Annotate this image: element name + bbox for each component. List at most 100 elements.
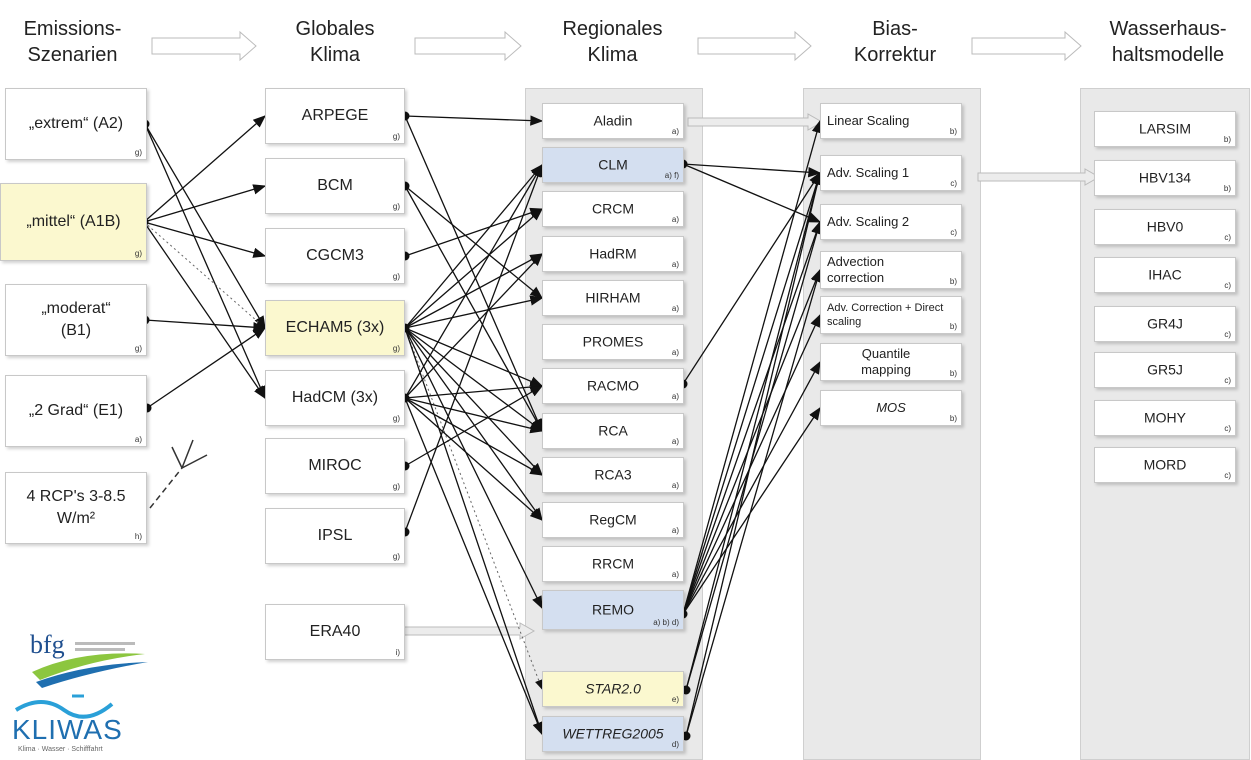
kliwas-logo: KLIWAS Klima · Wasser · Schifffahrt <box>12 690 152 756</box>
regional-label: RCA <box>598 422 628 439</box>
bias-linear-scaling[interactable]: Linear Scaling b) <box>820 103 962 139</box>
scenario-e1[interactable]: „2 Grad“ (E1) a) <box>5 375 147 447</box>
connection-arrow <box>404 185 544 299</box>
regional-wettreg2005[interactable]: WETTREG2005 d) <box>542 716 684 752</box>
advscaling-to-hbv-arrow <box>977 168 1101 186</box>
scenario-label: 4 RCP's 3-8.5 W/m² <box>26 488 126 527</box>
global-ipsl[interactable]: IPSL g) <box>265 508 405 564</box>
water-hbv134[interactable]: HBV134 b) <box>1094 160 1236 196</box>
scenario-rcp[interactable]: 4 RCP's 3-8.5 W/m² h) <box>5 472 147 544</box>
bias-advection-correction[interactable]: Advection correction b) <box>820 251 962 289</box>
regional-crcm[interactable]: CRCM a) <box>542 191 684 227</box>
global-ref: g) <box>392 414 400 423</box>
water-label: MORD <box>1143 456 1187 473</box>
regional-hadrm[interactable]: HadRM a) <box>542 236 684 272</box>
connection-arrow <box>682 220 822 615</box>
bias-adv-scaling-1[interactable]: Adv. Scaling 1 c) <box>820 155 962 191</box>
header-arrow-4 <box>971 30 1082 62</box>
regional-hirham[interactable]: HIRHAM a) <box>542 280 684 316</box>
connection-arrow <box>404 185 543 433</box>
global-miroc[interactable]: MIROC g) <box>265 438 405 494</box>
regional-rca[interactable]: RCA a) <box>542 413 684 449</box>
connection-arrow <box>143 221 266 329</box>
water-hbv0[interactable]: HBV0 c) <box>1094 209 1236 245</box>
bias-ref: b) <box>949 369 957 378</box>
connection-arrow <box>404 164 543 329</box>
global-bcm[interactable]: BCM g) <box>265 158 405 214</box>
global-hadcm[interactable]: HadCM (3x) g) <box>265 370 405 426</box>
global-echam5[interactable]: ECHAM5 (3x) g) <box>265 300 405 356</box>
bfg-logo: bfg <box>30 628 150 688</box>
kliwas-logo-text: KLIWAS <box>12 714 123 745</box>
header-global: Globales Klima <box>295 18 375 66</box>
bias-label: MOS <box>876 400 906 415</box>
connection-arrow <box>143 221 266 400</box>
header-arrows <box>151 30 1082 62</box>
global-cgcm3[interactable]: CGCM3 g) <box>265 228 405 284</box>
regional-ref: a) <box>671 215 679 224</box>
regional-promes[interactable]: PROMES a) <box>542 324 684 360</box>
bfg-logo-text: bfg <box>30 630 65 659</box>
bias-adv-scaling-2[interactable]: Adv. Scaling 2 c) <box>820 204 962 240</box>
water-gr5j[interactable]: GR5J c) <box>1094 352 1236 388</box>
scenario-a1b[interactable]: „mittel“ (A1B) g) <box>0 183 147 261</box>
bias-mos[interactable]: MOS b) <box>820 390 962 426</box>
connection-arrow <box>404 163 543 533</box>
water-label: IHAC <box>1148 266 1182 283</box>
regional-label: HIRHAM <box>585 289 641 306</box>
regional-regcm[interactable]: RegCM a) <box>542 502 684 538</box>
water-ihac[interactable]: IHAC c) <box>1094 257 1236 293</box>
scenario-ref: g) <box>134 249 142 258</box>
scenario-ref: a) <box>134 435 142 444</box>
connection-arrow <box>404 397 543 736</box>
connection-arrow <box>682 360 821 615</box>
regional-label: RegCM <box>589 511 637 528</box>
water-ref: b) <box>1223 135 1231 144</box>
connection-arrow <box>404 115 544 126</box>
connection-arrow <box>404 397 544 476</box>
bias-adv-correction-direct[interactable]: Adv. Correction + Direct scaling b) <box>820 296 962 334</box>
water-mord[interactable]: MORD c) <box>1094 447 1236 483</box>
connection-arrow <box>404 163 543 399</box>
bias-label: Adv. Correction + Direct scaling <box>827 302 944 328</box>
global-era40[interactable]: ERA40 i) <box>265 604 405 660</box>
regional-rca3[interactable]: RCA3 a) <box>542 457 684 493</box>
global-ref: g) <box>392 552 400 561</box>
regional-label: RRCM <box>592 555 634 572</box>
bias-quantile-mapping[interactable]: Quantile mapping b) <box>820 343 962 381</box>
connection-arrow <box>682 313 821 615</box>
water-larsim[interactable]: LARSIM b) <box>1094 111 1236 147</box>
regional-rrcm[interactable]: RRCM a) <box>542 546 684 582</box>
connection-arrow <box>682 163 822 178</box>
rcp-dashed-arrow <box>149 439 208 509</box>
water-gr4j[interactable]: GR4J c) <box>1094 306 1236 342</box>
water-mohy[interactable]: MOHY c) <box>1094 400 1236 436</box>
bias-label: Quantile mapping <box>861 346 911 377</box>
water-label: HBV134 <box>1138 169 1192 186</box>
regional-racmo[interactable]: RACMO a) <box>542 368 684 404</box>
connection-arrow <box>404 385 544 467</box>
regional-label: Aladin <box>593 112 633 129</box>
global-arpege[interactable]: ARPEGE g) <box>265 88 405 144</box>
connection-arrow <box>682 268 821 615</box>
regional-label: PROMES <box>582 333 644 350</box>
header-arrow-2 <box>414 30 522 62</box>
global-label: ECHAM5 (3x) <box>285 319 385 336</box>
regional-star20[interactable]: STAR2.0 e) <box>542 671 684 707</box>
scenario-label: „2 Grad“ (E1) <box>28 402 124 419</box>
regional-clm[interactable]: CLM a) f) <box>542 147 684 183</box>
regional-aladin[interactable]: Aladin a) <box>542 103 684 139</box>
scenario-a2[interactable]: „extrem“ (A2) g) <box>5 88 147 160</box>
regional-remo[interactable]: REMO a) b) d) <box>542 590 684 630</box>
header-arrow-3 <box>697 30 812 62</box>
regional-ref: e) <box>671 695 679 704</box>
connection-arrow <box>144 319 267 333</box>
kliwas-tagline: Klima · Wasser · Schifffahrt <box>18 746 103 753</box>
regional-ref: a) <box>671 570 679 579</box>
regional-ref: a) <box>671 481 679 490</box>
bias-label: Adv. Scaling 1 <box>827 165 910 180</box>
scenario-b1[interactable]: „moderat“ (B1) g) <box>5 284 147 356</box>
bias-ref: b) <box>949 127 957 136</box>
scenario-ref: h) <box>134 532 142 541</box>
